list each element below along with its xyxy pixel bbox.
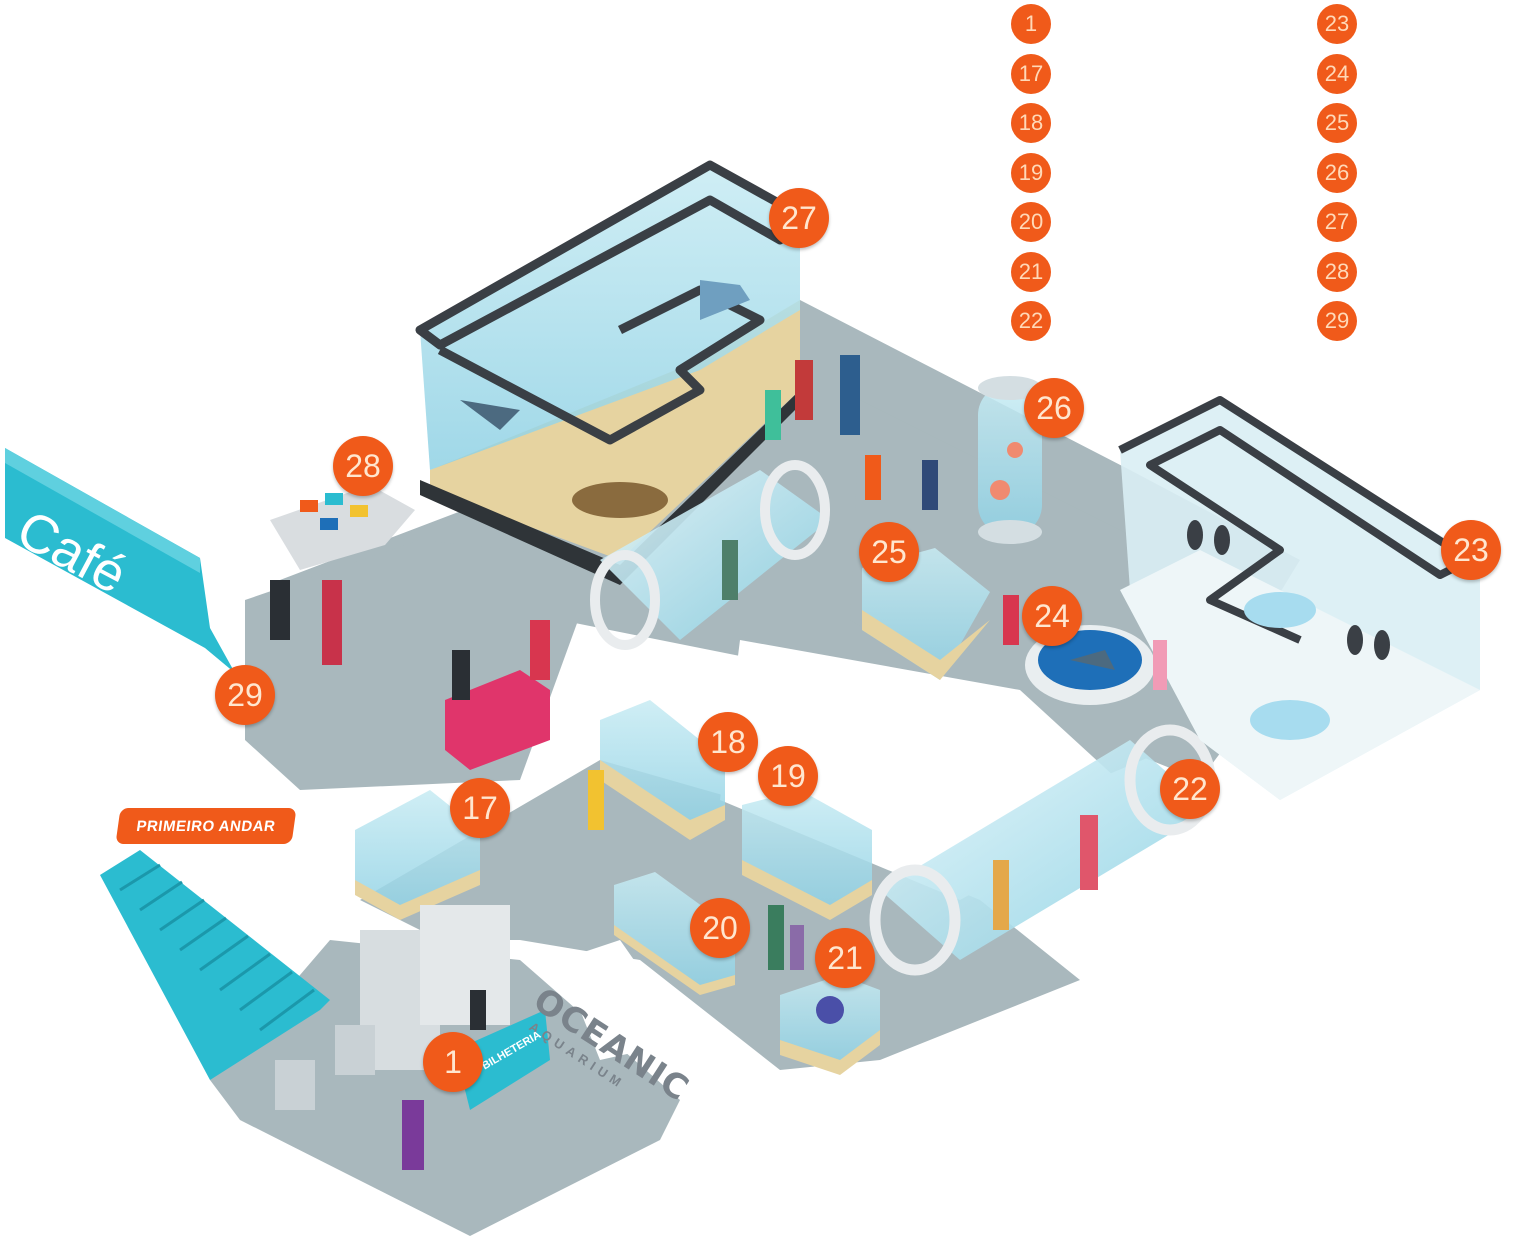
legend-item[interactable]: 21 bbox=[1011, 251, 1051, 292]
tunnel-upper bbox=[590, 460, 830, 650]
legend-right-column: 23 24 25 26 27 28 29 bbox=[1317, 4, 1357, 351]
staircase bbox=[100, 850, 330, 1080]
legend-item[interactable]: 17 bbox=[1011, 53, 1051, 94]
map-marker-22[interactable]: 22 bbox=[1160, 759, 1220, 819]
map-marker-21[interactable]: 21 bbox=[815, 928, 875, 988]
cafe-sign bbox=[5, 448, 235, 673]
map-marker-20[interactable]: 20 bbox=[690, 898, 750, 958]
jellyfish-tank bbox=[978, 376, 1042, 544]
map-marker-23[interactable]: 23 bbox=[1441, 520, 1501, 580]
visitors bbox=[270, 355, 1167, 1170]
entrance-area bbox=[275, 905, 550, 1110]
penguin-exhibit bbox=[1118, 396, 1480, 800]
big-tank bbox=[415, 160, 805, 585]
legend-item[interactable]: 28 bbox=[1317, 251, 1357, 292]
map-marker-17[interactable]: 17 bbox=[450, 778, 510, 838]
legend-item[interactable]: 25 bbox=[1317, 103, 1357, 143]
map-marker-24[interactable]: 24 bbox=[1022, 586, 1082, 646]
map-marker-1[interactable]: 1 bbox=[423, 1032, 483, 1092]
legend-item[interactable]: 22 bbox=[1011, 301, 1051, 341]
map-marker-19[interactable]: 19 bbox=[758, 746, 818, 806]
legend-item[interactable]: 20 bbox=[1011, 202, 1051, 242]
map-marker-18[interactable]: 18 bbox=[698, 712, 758, 772]
legend-left-column: 1 17 18 19 20 21 22 bbox=[1011, 4, 1051, 351]
legend-item[interactable]: 1 bbox=[1011, 4, 1051, 44]
map-marker-29[interactable]: 29 bbox=[215, 665, 275, 725]
legend-item[interactable]: 27 bbox=[1317, 202, 1357, 242]
legend-item[interactable]: 19 bbox=[1011, 152, 1051, 193]
legend-item[interactable]: 23 bbox=[1317, 4, 1357, 44]
legend-item[interactable]: 24 bbox=[1317, 53, 1357, 94]
legend-item[interactable]: 29 bbox=[1317, 301, 1357, 341]
map-marker-26[interactable]: 26 bbox=[1024, 378, 1084, 438]
legend-item[interactable]: 18 bbox=[1011, 103, 1051, 143]
map-marker-25[interactable]: 25 bbox=[859, 522, 919, 582]
legend-item[interactable]: 26 bbox=[1317, 152, 1357, 193]
shop-stand bbox=[270, 485, 550, 770]
floor-level-badge: PRIMEIRO ANDAR bbox=[115, 808, 297, 844]
map-marker-27[interactable]: 27 bbox=[769, 188, 829, 248]
map-marker-28[interactable]: 28 bbox=[333, 436, 393, 496]
